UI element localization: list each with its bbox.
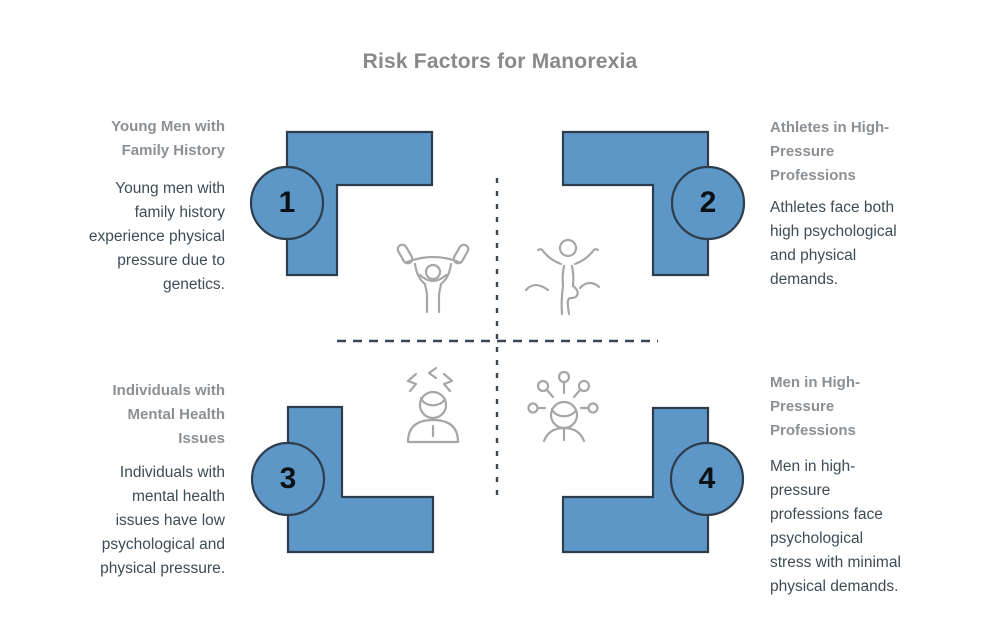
quadrant-1-heading: Young Men with Family History	[111, 118, 225, 159]
quadrant-4-description: Men in high- pressure professions face p…	[770, 458, 901, 595]
step-number-2: 2	[699, 186, 717, 219]
quadrant-3-heading: Individuals with Mental Health Issues	[112, 382, 225, 447]
idea-person-icon	[527, 370, 599, 443]
quadrant-2-description: Athletes face both high psychological an…	[770, 199, 897, 288]
quadrant-2-heading: Athletes in High- Pressure Professions	[770, 119, 890, 184]
quadrant-1-text: Young Men with Family History Young men …	[10, 115, 225, 297]
finish-line-runner-icon	[524, 238, 601, 316]
bracket-shape-4	[561, 406, 710, 554]
bracket-shape-1	[285, 130, 434, 277]
page-title: Risk Factors for Manorexia	[362, 50, 638, 73]
quadrant-4-heading: Men in High- Pressure Professions	[770, 374, 860, 439]
number-circle-4	[669, 441, 745, 517]
number-circle-1	[249, 165, 325, 241]
quadrant-4-text: Men in High- Pressure Professions Men in…	[770, 371, 970, 599]
quadrant-3-text: Individuals with Mental Health Issues In…	[10, 379, 225, 581]
weightlifter-icon	[396, 243, 470, 314]
number-circle-3	[250, 441, 326, 517]
bracket-shapes	[249, 130, 746, 554]
bracket-shape-3	[286, 405, 435, 554]
step-number-4: 4	[698, 462, 716, 495]
quadrant-2-text: Athletes in High- Pressure Professions A…	[770, 116, 970, 292]
bracket-shape-2	[561, 130, 710, 277]
quadrant-3-description: Individuals with mental health issues ha…	[100, 464, 225, 577]
quadrant-1-description: Young men with family history experience…	[88, 180, 225, 293]
stressed-person-icon	[406, 366, 460, 444]
number-circle-2	[670, 165, 746, 241]
step-number-1: 1	[278, 186, 296, 219]
step-number-3: 3	[279, 462, 297, 495]
quadrant-dividers	[337, 178, 658, 502]
